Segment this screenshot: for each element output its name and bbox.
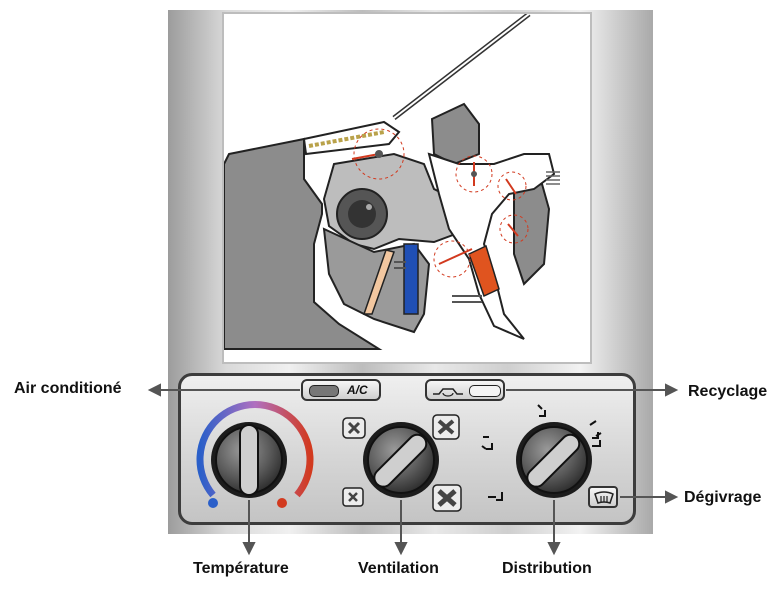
recirculation-indicator-light	[469, 385, 501, 397]
ac-button-label: A/C	[347, 383, 368, 397]
recirculation-car-icon	[433, 388, 463, 397]
cold-dot-icon	[208, 498, 218, 508]
air-conditioning-label: Air conditioné	[14, 380, 122, 397]
defrost-button[interactable]	[588, 486, 618, 508]
distribution-label: Distribution	[502, 560, 592, 577]
distribution-knob[interactable]	[516, 422, 592, 498]
recycling-label: Recyclage	[688, 383, 768, 400]
fan-min-icon	[342, 487, 364, 507]
fan-low-icon	[342, 417, 366, 439]
temperature-knob[interactable]	[211, 422, 287, 498]
recirculation-button[interactable]	[425, 379, 505, 401]
ventilation-knob[interactable]	[363, 422, 439, 498]
air-distribution-icon	[481, 404, 602, 501]
fan-high-icon	[432, 484, 462, 512]
windshield-defrost-icon	[594, 491, 614, 504]
hvac-duct-illustration	[224, 14, 560, 350]
temperature-label: Température	[193, 560, 289, 577]
ventilation-label: Ventilation	[358, 560, 439, 577]
hvac-duct-diagram	[222, 12, 592, 364]
callout-lines	[147, 383, 679, 556]
ac-button[interactable]: A/C	[301, 379, 381, 401]
hot-dot-icon	[277, 498, 287, 508]
ac-indicator-light	[309, 385, 339, 397]
fan-medium-icon	[432, 414, 460, 440]
temperature-scale-arc	[196, 401, 314, 498]
defrost-label: Dégivrage	[684, 489, 762, 506]
